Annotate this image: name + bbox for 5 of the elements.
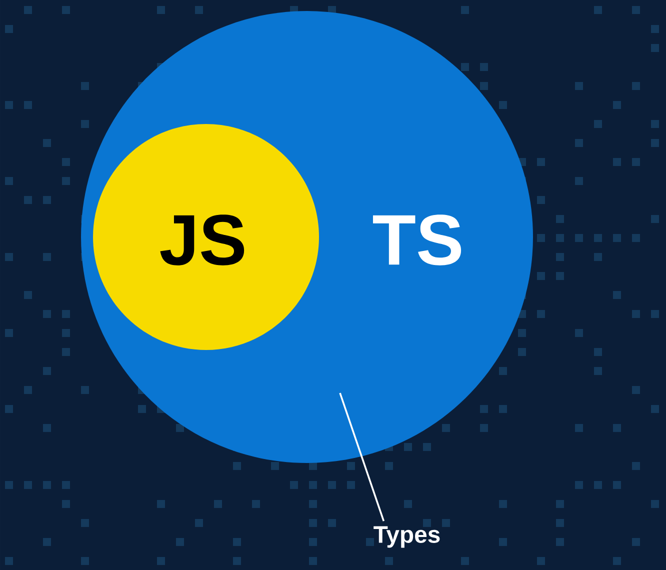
text-label: Types bbox=[374, 526, 440, 548]
circle-label: JS bbox=[160, 214, 244, 266]
leader-line bbox=[339, 392, 385, 522]
circle-label: TS bbox=[372, 214, 462, 266]
circle bbox=[93, 124, 319, 350]
